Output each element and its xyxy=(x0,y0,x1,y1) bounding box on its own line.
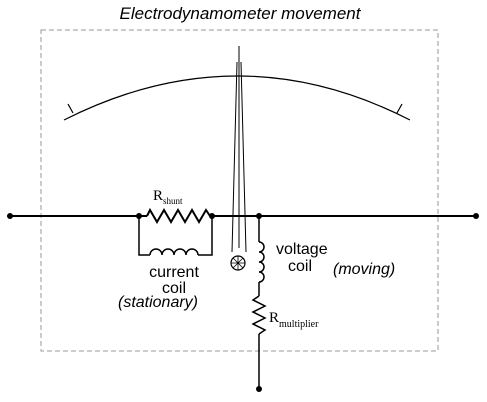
current-coil-label-line1: current xyxy=(149,264,199,281)
scale-arc xyxy=(63,75,411,121)
multiplier-resistor xyxy=(251,295,267,335)
terminal-bottom xyxy=(256,386,262,392)
diagram-title: Electrodynamometer movement xyxy=(120,4,362,23)
multiplier-resistor-label: Rmultiplier xyxy=(269,310,319,330)
shunt-resistor xyxy=(146,207,211,224)
scale-tick-left xyxy=(67,103,74,114)
current-coil-note: (stationary) xyxy=(118,294,198,311)
needle-pivot-cross xyxy=(231,256,245,270)
current-coil-loop xyxy=(138,216,213,256)
terminal-left xyxy=(7,213,13,219)
current-coil-label-line2: coil xyxy=(162,280,186,297)
scale-tick-right xyxy=(396,103,403,114)
shunt-resistor-label: Rshunt xyxy=(153,188,183,206)
voltage-coil-label-line2: coil xyxy=(288,258,312,275)
terminal-right xyxy=(473,213,479,219)
voltage-coil-note: (moving) xyxy=(333,261,395,278)
voltage-coil xyxy=(258,241,265,283)
meter-needle xyxy=(231,46,247,253)
current-coil xyxy=(149,248,199,256)
meter-enclosure xyxy=(40,29,439,352)
voltage-coil-label-line1: voltage xyxy=(276,241,328,258)
